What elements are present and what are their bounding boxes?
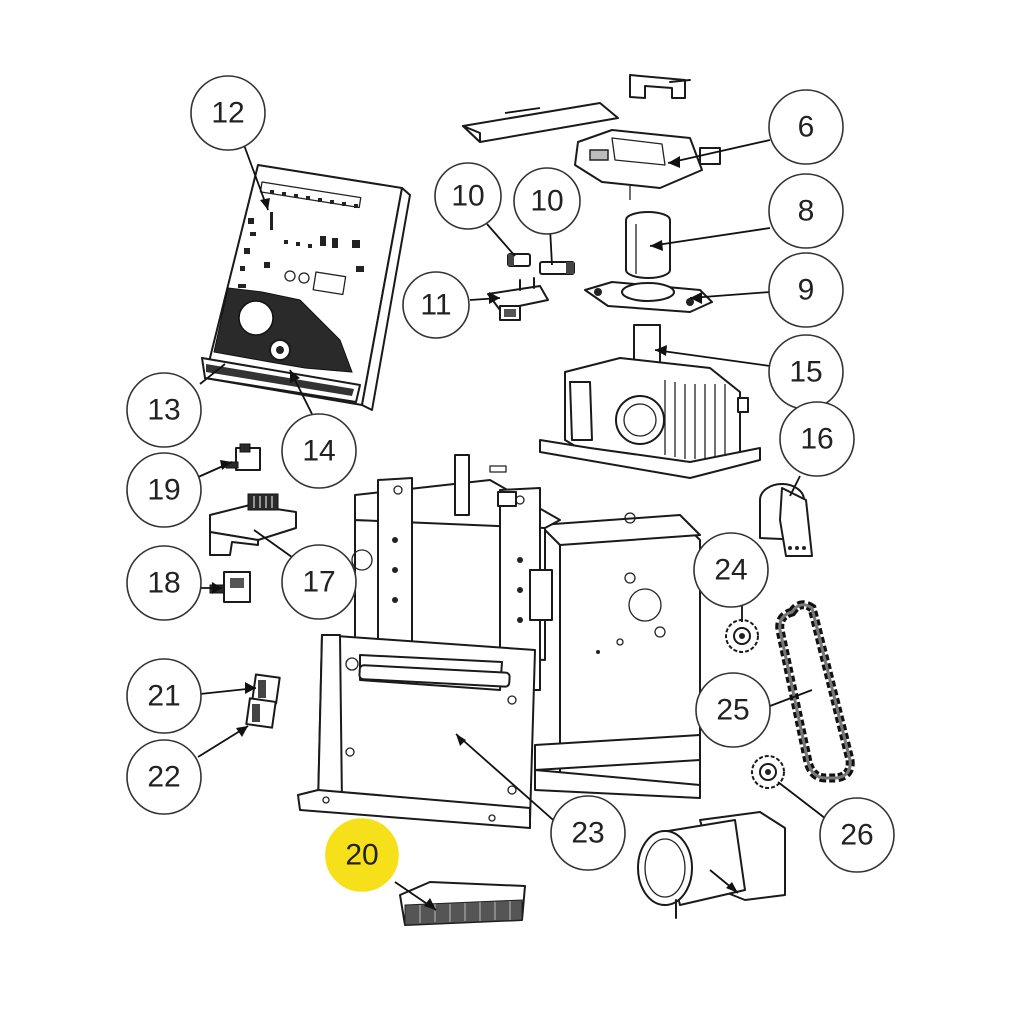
svg-text:17: 17 xyxy=(302,566,335,599)
svg-text:22: 22 xyxy=(147,761,180,794)
svg-text:16: 16 xyxy=(800,423,833,456)
callout-17: 17 xyxy=(281,544,357,620)
callout-10-right: 10 xyxy=(513,167,581,235)
limit-switch-part-b xyxy=(245,697,277,729)
main-frame xyxy=(297,454,701,829)
top-bar-part xyxy=(462,74,691,143)
svg-text:14: 14 xyxy=(302,435,335,468)
terminal-bracket-part xyxy=(209,493,297,556)
sprocket-upper-part xyxy=(725,619,759,653)
leader-lines xyxy=(195,107,831,911)
callout-23: 23 xyxy=(550,795,626,871)
svg-text:11: 11 xyxy=(420,289,451,322)
svg-text:23: 23 xyxy=(571,817,604,850)
callout-16: 16 xyxy=(779,401,855,477)
callout-10-left: 10 xyxy=(434,162,502,230)
chain-part xyxy=(775,600,855,783)
svg-text:9: 9 xyxy=(798,274,815,307)
callout-20-highlighted[interactable]: 20 xyxy=(325,818,399,892)
callout-9: 9 xyxy=(768,252,844,328)
flange-plate-part xyxy=(584,281,713,313)
callout-22: 22 xyxy=(126,739,202,815)
callout-26: 26 xyxy=(819,797,895,873)
callout-19: 19 xyxy=(126,452,202,528)
svg-text:24: 24 xyxy=(714,554,747,587)
sprocket-lower-part xyxy=(751,755,785,789)
svg-text:6: 6 xyxy=(798,111,815,144)
svg-text:20: 20 xyxy=(345,839,378,872)
control-board-housing xyxy=(201,164,411,411)
pin-part-b xyxy=(539,261,575,275)
svg-text:19: 19 xyxy=(147,474,180,507)
callout-12: 12 xyxy=(190,75,266,151)
switch-bracket-part xyxy=(487,277,549,321)
callout-13: 13 xyxy=(126,372,202,448)
callout-24: 24 xyxy=(693,532,769,608)
gearbox-part xyxy=(539,324,761,479)
svg-text:13: 13 xyxy=(147,394,180,427)
callout-21: 21 xyxy=(126,658,202,734)
svg-text:10: 10 xyxy=(530,185,563,218)
bracket-cover-part xyxy=(759,483,813,557)
callout-25: 25 xyxy=(695,672,771,748)
pin-part-a xyxy=(507,253,531,267)
svg-text:8: 8 xyxy=(798,195,815,228)
callout-6: 6 xyxy=(768,89,844,165)
relay-part xyxy=(225,443,261,471)
svg-text:10: 10 xyxy=(451,180,484,213)
svg-text:26: 26 xyxy=(840,819,873,852)
callout-18: 18 xyxy=(126,545,202,621)
svg-text:12: 12 xyxy=(211,97,244,130)
callout-15: 15 xyxy=(768,334,844,410)
motor-cover-part xyxy=(574,129,721,200)
callout-14: 14 xyxy=(281,413,357,489)
motor-part xyxy=(637,811,786,919)
callout-11: 11 xyxy=(402,271,470,339)
svg-text:25: 25 xyxy=(716,694,749,727)
callout-8: 8 xyxy=(768,173,844,249)
battery-box-part xyxy=(399,881,526,926)
svg-text:18: 18 xyxy=(147,567,180,600)
shaft-cylinder-part xyxy=(625,211,671,279)
svg-text:15: 15 xyxy=(789,356,822,389)
svg-text:21: 21 xyxy=(147,680,180,713)
